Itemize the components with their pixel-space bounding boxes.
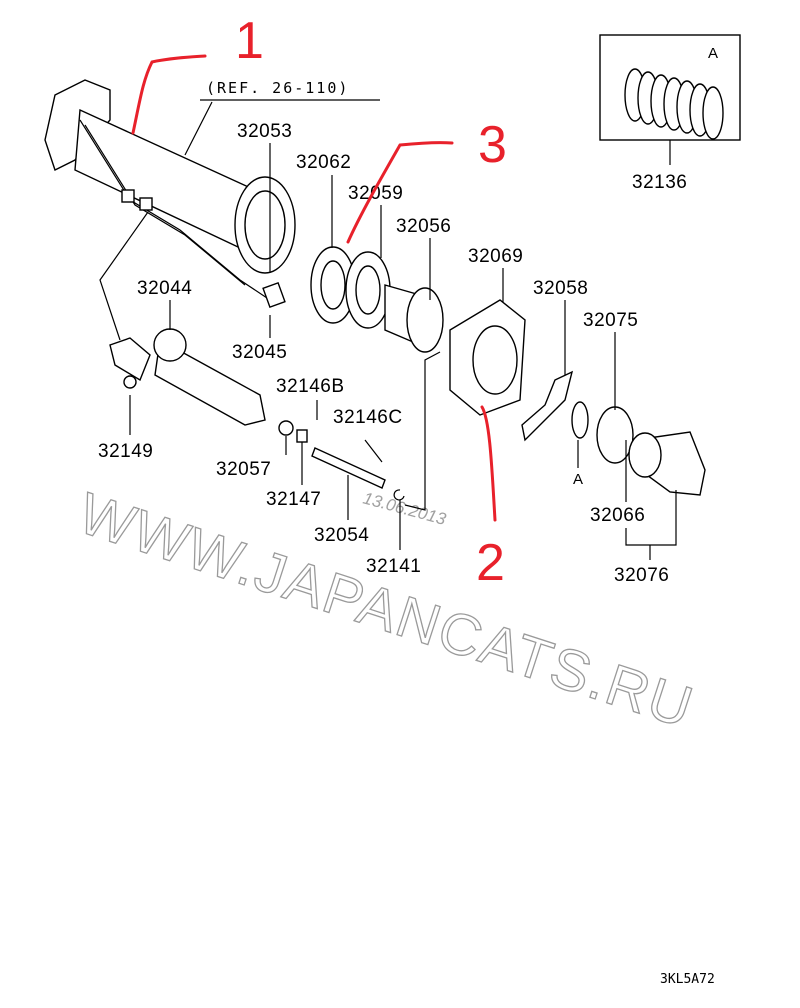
reference-label: (REF. 26-110) [206, 79, 349, 97]
leader-lines [129, 143, 677, 560]
part-label-32059[interactable]: 32059 [348, 183, 403, 204]
part-label-32147[interactable]: 32147 [266, 489, 321, 510]
red-annotations: 1 3 2 [131, 12, 507, 592]
part-label-32058[interactable]: 32058 [533, 278, 588, 299]
part-label-32057[interactable]: 32057 [216, 459, 271, 480]
part-label-32075[interactable]: 32075 [583, 310, 638, 331]
part-label-32044[interactable]: 32044 [137, 278, 192, 299]
detail-a-box: A [599, 34, 741, 165]
axle-housing-drawing [44, 79, 380, 341]
detail-marker: A [708, 45, 719, 62]
diagram-code: 3KL5A72 [660, 972, 715, 987]
part-label-32054[interactable]: 32054 [314, 525, 369, 546]
seals-bearing-drawing [310, 246, 706, 496]
part-label-32053[interactable]: 32053 [237, 121, 292, 142]
part-label-32062[interactable]: 32062 [296, 152, 351, 173]
part-label-32076[interactable]: 32076 [614, 565, 669, 586]
detail-marker-main: A [573, 471, 584, 488]
part-label-32069[interactable]: 32069 [468, 246, 523, 267]
part-label-32056[interactable]: 32056 [396, 216, 451, 237]
part-label-32149[interactable]: 32149 [98, 441, 153, 462]
watermark-date: 13.06.2013 [361, 489, 449, 530]
part-label-32146B[interactable]: 32146B [276, 376, 345, 397]
part-label-32146C[interactable]: 32146C [333, 407, 403, 428]
part-label-32045[interactable]: 32045 [232, 342, 287, 363]
part-label-32141[interactable]: 32141 [366, 556, 421, 577]
part-label-32136[interactable]: 32136 [632, 172, 687, 193]
annotation-3: 3 [478, 116, 507, 174]
annotation-2: 2 [476, 534, 505, 592]
shift-parts-drawing [109, 328, 441, 511]
part-label-32066[interactable]: 32066 [590, 505, 645, 526]
annotation-1: 1 [235, 12, 264, 70]
